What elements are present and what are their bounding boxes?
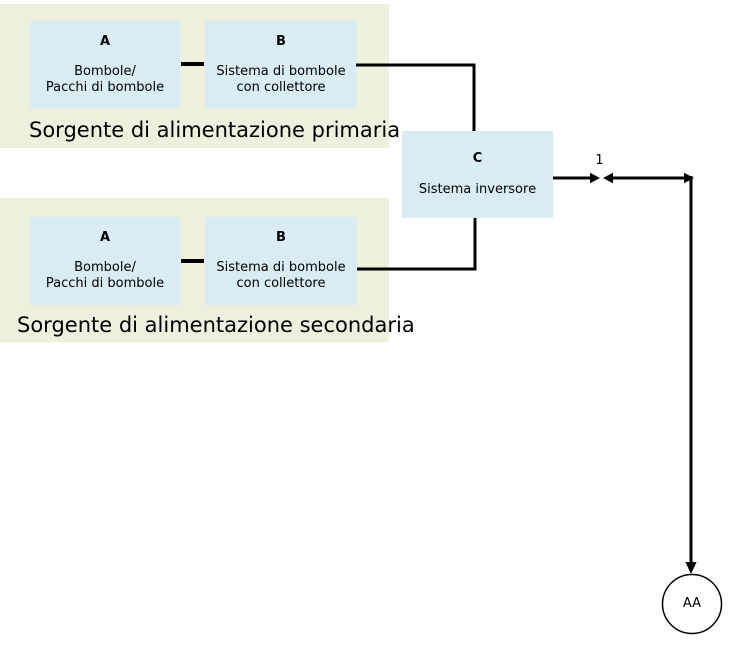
primary-region-title: Sorgente di alimentazione primaria [29,118,401,142]
primary-box-a: A Bombole/ Pacchi di bombole [30,21,180,108]
secondary-box-b: B Sistema di bombole con collettore [205,217,357,305]
outlet-arrowhead-down [685,562,697,574]
primary-box-b: B Sistema di bombole con collettore [205,21,357,108]
secondary-box-a-line1: Bombole/ [74,260,136,275]
inverter-box-c: C Sistema inversore [402,131,553,218]
primary-source-region: A Bombole/ Pacchi di bombole B Sistema d… [0,4,400,148]
secondary-box-b-code: B [276,230,286,245]
primary-box-b-text: Sistema di bombole con collettore [216,64,345,96]
primary-box-a-line1: Bombole/ [74,64,136,79]
outlet-label: AA [682,596,702,611]
secondary-box-a: A Bombole/ Pacchi di bombole [30,217,180,305]
secondary-box-a-code: A [99,230,111,245]
corner-arrowhead-right [684,172,694,184]
primary-box-a-line2: Pacchi di bombole [45,80,165,95]
primary-box-b-line1: Sistema di bombole [216,64,346,79]
junction-arrowhead-left [603,172,613,184]
secondary-box-b-line2: con collettore [236,276,326,291]
secondary-box-a-line2: Pacchi di bombole [45,276,165,291]
secondary-box-b-text: Sistema di bombole con collettore [216,260,345,292]
c-output-arrowhead-right [590,172,600,184]
junction-label: 1 [595,153,604,168]
primary-box-a-code: A [99,34,111,49]
primary-box-b-line2: con collettore [236,80,326,95]
secondary-source-region: A Bombole/ Pacchi di bombole B Sistema d… [0,198,415,342]
secondary-box-a-text: Bombole/ Pacchi di bombole [46,260,164,292]
secondary-box-b-line1: Sistema di bombole [216,260,346,275]
primary-box-a-text: Bombole/ Pacchi di bombole [46,64,164,96]
inverter-box-c-code: C [472,151,483,166]
secondary-region-title: Sorgente di alimentazione secondaria [17,313,415,337]
inverter-box-c-text: Sistema inversore [418,182,537,197]
primary-box-b-code: B [276,34,286,49]
